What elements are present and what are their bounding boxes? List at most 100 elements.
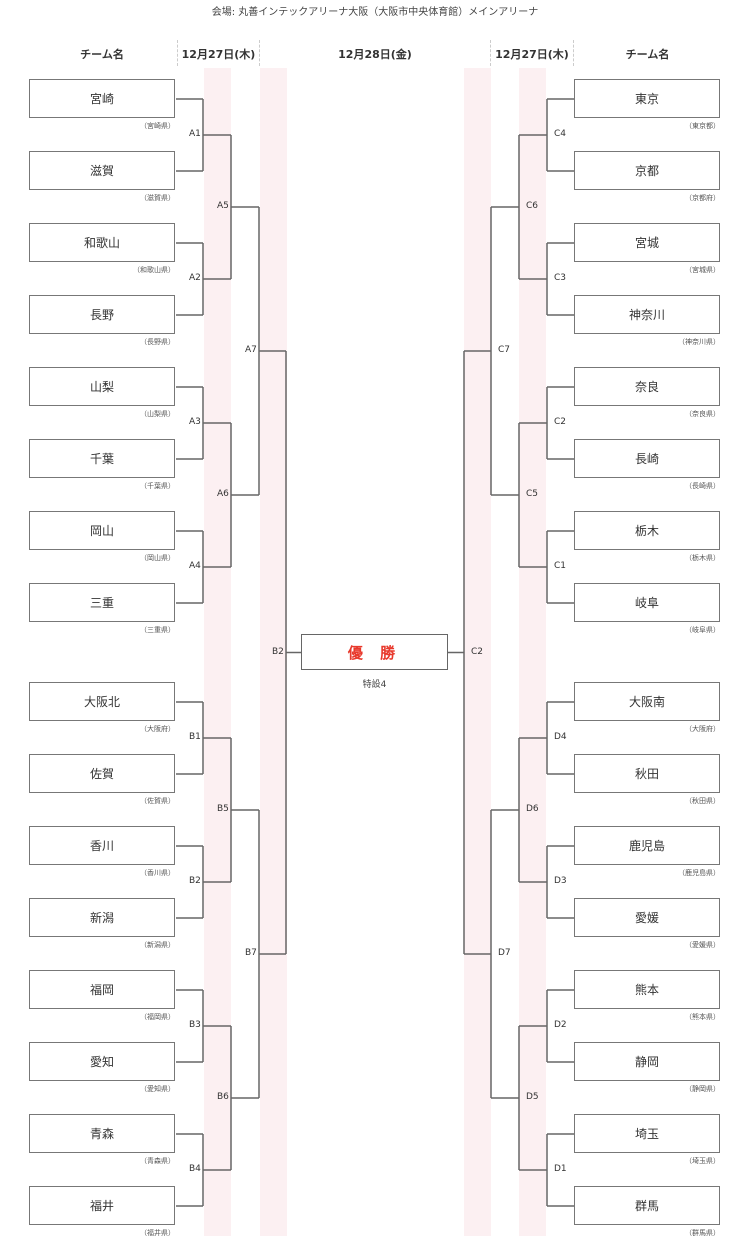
team-prefecture: （群馬県） [685,1229,720,1237]
match-label: C3 [554,273,567,283]
match-label: D1 [554,1164,567,1174]
team-prefecture: （青森県） [140,1157,175,1165]
match-label: B5 [217,804,229,814]
team-prefecture: （千葉県） [140,482,175,490]
team-box: 神奈川 [574,295,720,334]
team-box: 京都 [574,151,720,190]
team-prefecture: （宮城県） [685,266,720,274]
team-box: 滋賀 [29,151,175,190]
match-label: A7 [245,345,257,355]
team-box: 愛知 [29,1042,175,1081]
team-box: 山梨 [29,367,175,406]
team-box: 東京 [574,79,720,118]
match-label: B6 [217,1092,229,1102]
header-day1-right: 12月27日(木) [495,48,569,61]
team-box: 岡山 [29,511,175,550]
team-box: 三重 [29,583,175,622]
match-label: C7 [498,345,511,355]
team-box: 静岡 [574,1042,720,1081]
team-prefecture: （秋田県） [685,797,720,805]
team-prefecture: （福岡県） [140,1013,175,1021]
team-prefecture: （愛媛県） [685,941,720,949]
team-prefecture: （奈良県） [685,410,720,418]
match-label: A3 [189,417,201,427]
team-box: 新潟 [29,898,175,937]
divider [490,40,491,66]
match-label: C5 [526,489,539,499]
venue-label: 会場: 丸善インテックアリーナ大阪（大阪市中央体育館）メインアリーナ [211,7,539,18]
team-prefecture: （岐阜県） [685,626,720,634]
team-prefecture: （静岡県） [685,1085,720,1093]
team-prefecture: （京都府） [685,194,720,202]
team-box: 福岡 [29,970,175,1009]
match-label: C2 [554,417,567,427]
team-box: 青森 [29,1114,175,1153]
team-prefecture: （佐賀県） [140,797,175,805]
team-prefecture: （新潟県） [140,941,175,949]
divider [177,40,178,66]
team-prefecture: （東京都） [685,122,720,130]
match-label: D7 [498,948,511,958]
header-day1-left: 12月27日(木) [181,48,256,61]
team-box: 岐阜 [574,583,720,622]
team-box: 香川 [29,826,175,865]
team-box: 佐賀 [29,754,175,793]
team-prefecture: （埼玉県） [685,1157,720,1165]
team-prefecture: （栃木県） [685,554,720,562]
team-box: 宮城 [574,223,720,262]
match-label: B7 [245,948,257,958]
team-prefecture: （愛知県） [140,1085,175,1093]
match-label: B2 [272,646,284,657]
match-label: B4 [189,1164,201,1174]
team-box: 宮崎 [29,79,175,118]
team-prefecture: （和歌山県） [133,266,175,274]
team-prefecture: （三重県） [140,626,175,634]
divider [573,40,574,66]
header-team-right: チーム名 [625,48,670,61]
team-box: 秋田 [574,754,720,793]
team-prefecture: （熊本県） [685,1013,720,1021]
match-label: B3 [189,1020,201,1030]
team-box: 和歌山 [29,223,175,262]
match-label: A1 [189,129,201,139]
team-box: 長野 [29,295,175,334]
match-label: C1 [554,561,567,571]
divider [259,40,260,66]
team-prefecture: （宮崎県） [140,122,175,130]
team-prefecture: （福井県） [140,1229,175,1237]
team-prefecture: （大阪府） [140,725,175,733]
team-prefecture: （岡山県） [140,554,175,562]
match-label: B1 [189,732,201,742]
team-prefecture: （鹿児島県） [678,869,720,877]
match-label: B2 [189,876,201,886]
team-prefecture: （長崎県） [685,482,720,490]
team-box: 奈良 [574,367,720,406]
team-box: 埼玉 [574,1114,720,1153]
team-prefecture: （山梨県） [140,410,175,418]
match-label: D6 [526,804,539,814]
team-prefecture: （香川県） [140,869,175,877]
match-label: A2 [189,273,201,283]
champion-box: 優 勝 [301,634,448,670]
match-label: A4 [189,561,201,571]
match-label: A5 [217,201,229,211]
team-prefecture: （長野県） [140,338,175,346]
match-label: D2 [554,1020,567,1030]
day1-column-band [519,68,546,1236]
match-label: C6 [526,201,539,211]
match-label: C4 [554,129,567,139]
team-box: 熊本 [574,970,720,1009]
team-box: 長崎 [574,439,720,478]
team-box: 大阪南 [574,682,720,721]
day2-column-band [464,68,491,1236]
day2-column-band [260,68,287,1236]
team-prefecture: （神奈川県） [678,338,720,346]
header-team-left: チーム名 [80,48,124,61]
team-prefecture: （滋賀県） [140,194,175,202]
day1-column-band [204,68,231,1236]
match-label: C2 [471,646,484,657]
match-label: A6 [217,489,229,499]
team-prefecture: （大阪府） [685,725,720,733]
header-day2: 12月28日(金) [338,48,412,61]
